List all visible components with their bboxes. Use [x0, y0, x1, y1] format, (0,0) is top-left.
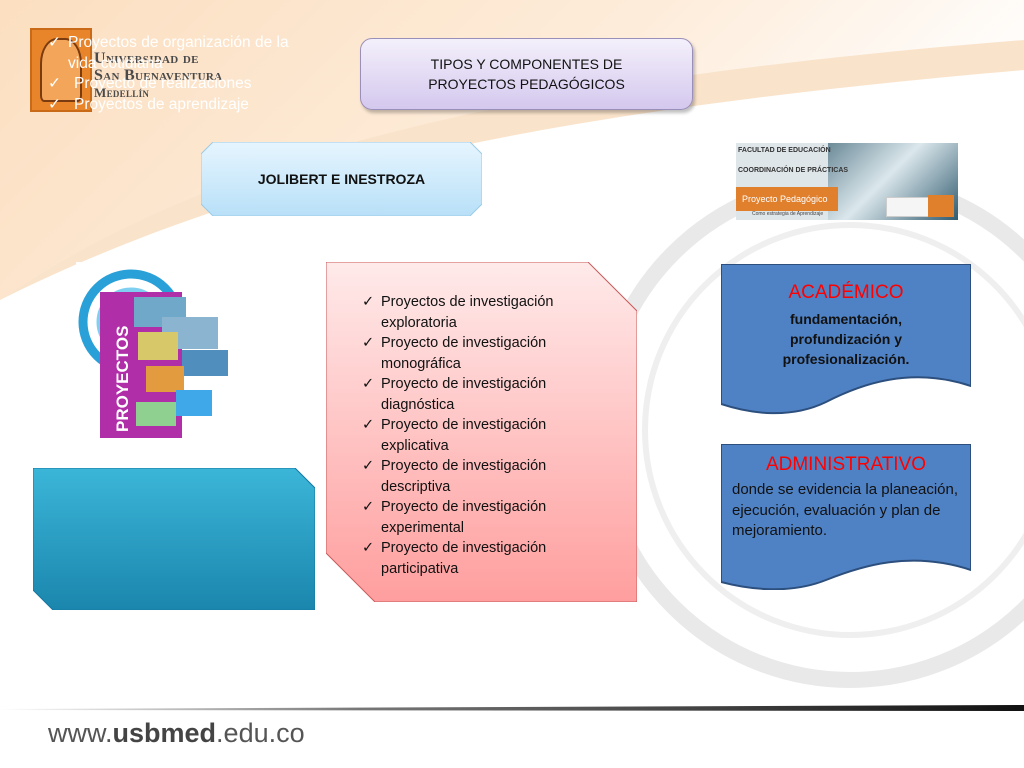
left-box-shape [33, 468, 315, 610]
checkmark-icon: ✓ [362, 333, 374, 354]
checkmark-icon: ✓ [362, 456, 374, 477]
list-item: ✓Proyecto de investigación experimental [362, 497, 612, 538]
academico-heading: ACADÉMICO [721, 282, 971, 304]
list-item: ✓Proyecto de investigación descriptiva [362, 456, 612, 497]
list-item: ✓Proyecto de realizaciones [48, 74, 298, 95]
banner-university-logo [886, 197, 934, 217]
list-item: ✓Proyecto de investigación diagnóstica [362, 374, 612, 415]
checkmark-icon: ✓ [48, 74, 61, 95]
projects-collage-image: PROYECTOS [76, 262, 234, 445]
title-line-2: PROYECTOS PEDAGÓGICOS [428, 74, 625, 94]
list-item: ✓Proyectos de aprendizaje [48, 95, 298, 116]
checkmark-icon: ✓ [362, 374, 374, 395]
academico-box: ACADÉMICO fundamentación, profundización… [721, 264, 971, 416]
list-item: ✓Proyectos de investigación exploratoria [362, 292, 612, 333]
left-project-list: ✓Proyectos de organización de la vida co… [48, 33, 298, 115]
authors-box: JOLIBERT E INESTROZA [201, 142, 482, 216]
banner-coordination: COORDINACIÓN DE PRÁCTICAS [738, 167, 848, 174]
administrativo-heading: ADMINISTRATIVO [721, 454, 971, 476]
banner-anniversary-logo [928, 195, 954, 217]
checkmark-icon: ✓ [362, 538, 374, 559]
administrativo-body: donde se evidencia la planeación, ejecuc… [732, 480, 962, 542]
checkmark-icon: ✓ [362, 497, 374, 518]
footer-divider [0, 704, 1024, 712]
checkmark-icon: ✓ [48, 95, 61, 116]
title-line-1: TIPOS Y COMPONENTES DE [431, 54, 623, 74]
list-item: ✓Proyecto de investigación explicativa [362, 415, 612, 456]
center-project-list: ✓Proyectos de investigación exploratoria… [362, 292, 612, 579]
title-box: TIPOS Y COMPONENTES DE PROYECTOS PEDAGÓG… [360, 38, 693, 110]
administrativo-box: ADMINISTRATIVO donde se evidencia la pla… [721, 444, 971, 590]
proyecto-pedagogico-banner: FACULTAD DE EDUCACIÓN COORDINACIÓN DE PR… [736, 143, 958, 220]
left-project-box [33, 468, 315, 610]
checkmark-icon: ✓ [362, 292, 374, 313]
website-url[interactable]: www.usbmed.edu.co [48, 718, 305, 749]
list-item: ✓Proyecto de investigación monográfica [362, 333, 612, 374]
checkmark-icon: ✓ [362, 415, 374, 436]
list-item: ✓Proyecto de investigación participativa [362, 538, 612, 579]
projects-word: PROYECTOS [113, 326, 132, 432]
academico-body: fundamentación, profundización y profesi… [721, 309, 971, 369]
banner-label: Proyecto Pedagógico [736, 187, 838, 211]
authors-label: JOLIBERT E INESTROZA [201, 142, 482, 216]
banner-caption: Como estrategia de Aprendizaje [752, 211, 823, 217]
checkmark-icon: ✓ [48, 33, 61, 54]
banner-faculty: FACULTAD DE EDUCACIÓN [738, 147, 831, 154]
list-item: ✓Proyectos de organización de la vida co… [48, 33, 298, 74]
